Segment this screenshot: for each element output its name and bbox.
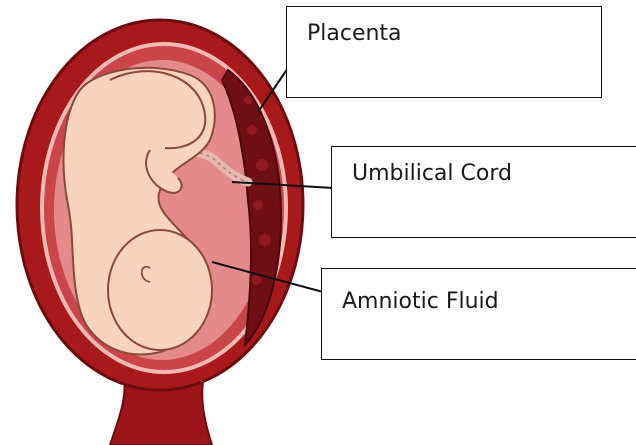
placenta-label-box: Placenta (286, 6, 602, 98)
umbilical-cord-label: Umbilical Cord (352, 161, 512, 186)
amniotic-fluid-label: Amniotic Fluid (342, 289, 499, 314)
umbilical-cord-label-box: Umbilical Cord (331, 146, 636, 238)
placenta-label: Placenta (307, 21, 402, 46)
amniotic-fluid-label-box: Amniotic Fluid (321, 268, 636, 360)
fetus-head (108, 230, 212, 350)
